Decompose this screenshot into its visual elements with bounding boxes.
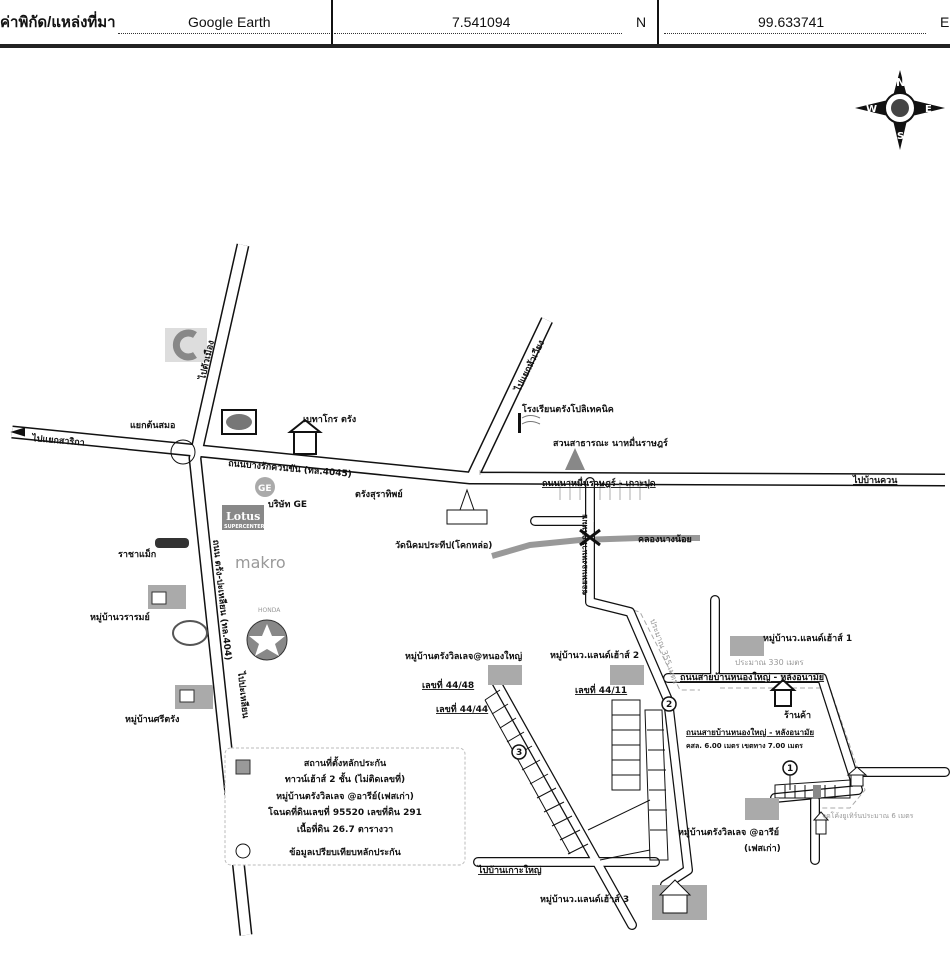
label-ari-phase: (เฟสเก่า) (744, 843, 781, 854)
roundabout (170, 439, 196, 465)
village-icon (652, 879, 707, 920)
label-polytech: โรงเรียนตรังโปลิเทคนิค (521, 403, 614, 415)
logo-icon (172, 329, 197, 361)
divider (657, 0, 659, 44)
divider (664, 33, 926, 34)
lotus-logo-icon (222, 505, 264, 530)
shop-icon (769, 678, 797, 707)
toyota-logo-icon (172, 620, 208, 646)
ge-logo: GE (258, 484, 272, 494)
svg-text:2: 2 (666, 700, 672, 710)
arrow-left-icon (10, 427, 26, 437)
label-wararom: หมู่บ้านวรารมย์ (90, 611, 150, 623)
village-icon (745, 798, 779, 820)
marker-1: 1 (782, 760, 798, 790)
label-nongyai-road-1: ถนนสายบ้านหนองใหญ่ - หลังอนามัย (680, 671, 824, 683)
marker-3: 3 (511, 744, 527, 760)
canal (491, 535, 700, 559)
label-betagro: เบทาโกร ตรัง (303, 413, 356, 425)
village-icon (148, 585, 186, 609)
lotus-sub: SUPERCENTER (224, 524, 265, 530)
label-to-bankhuan: ไปบ้านควน (852, 474, 898, 486)
makro-logo: makro (235, 553, 286, 572)
park-tree-icon (565, 448, 585, 470)
svg-text:สถานที่ตั้งหลักประกัน: สถานที่ตั้งหลักประกัน (304, 756, 387, 769)
label-soi: ซอยหนองหนานกแหมบ (580, 514, 589, 595)
label-land-house-1: หมู่บ้านว.แลนด์เฮ้าส์ 1 (763, 632, 852, 644)
distance-guide (720, 687, 866, 809)
label-sritrang: หมู่บ้านศรีตรัง (125, 714, 179, 725)
source-value: Google Earth (188, 14, 271, 30)
divider (334, 33, 622, 34)
svg-text:หมู่บ้านตรังวิลเลจ @อารีย์(เฟส: หมู่บ้านตรังวิลเลจ @อารีย์(เฟสเก่า) (276, 790, 414, 802)
svg-text:1: 1 (787, 764, 793, 774)
lotus-logo: Lotus (226, 510, 260, 523)
label-land-house-3: หมู่บ้านว.แลนด์เฮ้าส์ 3 (540, 893, 629, 905)
label-surathip: ตรังสุราทิพย์ (355, 488, 403, 500)
svg-text:3: 3 (516, 748, 522, 758)
label-nongyai-village: หมู่บ้านตรังวิลเลจ@หนองใหญ่ (405, 650, 523, 662)
compass-n: N (896, 76, 905, 89)
car-icon (155, 538, 189, 548)
label-ge: บริษัท GE (268, 499, 307, 510)
longitude-direction: E (940, 14, 950, 30)
school-icon (518, 413, 541, 433)
label-nongyai-spec: คสล. 6.00 เมตร เขตทาง 7.00 เมตร (686, 742, 803, 750)
label-uturn: จุดโค้งยูเทิร์นประมาณ 6 เมตร (822, 811, 914, 820)
village-icon (610, 665, 644, 685)
collateral-lot-marker (813, 785, 821, 798)
label-park: สวนสาธารณะ นาหมื่นราษฎร์ (553, 436, 668, 449)
divider (118, 33, 330, 34)
marker-2: 2 (661, 696, 677, 712)
longitude-value: 99.633741 (758, 14, 825, 30)
distance-guide (594, 599, 700, 691)
house-icon (287, 418, 323, 455)
comparison-circle-icon (235, 843, 251, 859)
label-dist-330: ประมาณ 330 เมตร (735, 658, 804, 667)
svg-text:เนื้อที่ดิน 26.7 ตารางวา: เนื้อที่ดิน 26.7 ตารางวา (297, 822, 393, 835)
label-to-kohyai: ไปบ้านเกาะใหญ่ (477, 864, 542, 876)
label-shop: ร้านค้า (784, 710, 811, 721)
village-icon (175, 685, 213, 709)
label-tonsamo: แยกต้นสมอ (130, 420, 175, 431)
label-land-house-2: หมู่บ้านว.แลนด์เฮ้าส์ 2 (550, 649, 639, 661)
label-wat: วัดนิคมประทีป(โคกหล่อ) (395, 539, 492, 551)
coordinates-header: ค่าพิกัด/แหล่งที่มา Google Earth 7.54109… (0, 0, 950, 48)
label-rachamag: ราชาแม็ก (118, 547, 156, 560)
label-no-4411: เลขที่ 44/11 (575, 683, 627, 696)
svg-text:โฉนดที่ดินเลขที่ 95520 เลขที่ด: โฉนดที่ดินเลขที่ 95520 เลขที่ดิน 291 (267, 805, 422, 818)
village-icon (488, 665, 522, 685)
collateral-swatch-icon (235, 759, 251, 775)
label-nongyai-road-2: ถนนสายบ้านหนองใหญ่ - หลังอนามัย (686, 727, 814, 738)
latitude-value: 7.541094 (452, 14, 511, 30)
svg-text:ทาวน์เฮ้าส์ 2 ชั้น (ไม่ติดเลขท: ทาวน์เฮ้าส์ 2 ชั้น (ไม่ติดเลขที่) (285, 772, 405, 785)
label-canal: คลองนางน้อย (638, 534, 692, 545)
house-icon (846, 766, 868, 787)
bridge-icon (579, 528, 601, 547)
label-no-4444: เลขที่ 44/44 (436, 702, 488, 715)
coordinates-label: ค่าพิกัด/แหล่งที่มา (0, 14, 116, 31)
honda-logo: HONDA (258, 607, 281, 614)
leaf-logo-icon (226, 414, 252, 430)
ge-logo-icon (255, 477, 275, 497)
label-to-palian: ไปปะเหลียน (235, 670, 252, 720)
label-namuen-road: ถนนนาหมื่นราษฎร์ - เกาะปุด (542, 476, 656, 489)
svg-text:ข้อมูลเปรียบเทียบหลักประกัน: ข้อมูลเปรียบเทียบหลักประกัน (289, 847, 401, 858)
divider (331, 0, 333, 44)
map-legend: สถานที่ตั้งหลักประกัน ทาวน์เฮ้าส์ 2 ชั้น… (224, 747, 466, 866)
compass-w: W (866, 104, 877, 115)
label-ari-village: หมู่บ้านตรังวิลเลจ @อารีย์ (678, 826, 779, 838)
compass-s: S (897, 131, 904, 142)
temple-icon (446, 488, 488, 525)
village-icon (730, 636, 764, 656)
label-no-4448: เลขที่ 44/48 (422, 678, 474, 691)
compass-rose-icon: N S E W (855, 70, 945, 150)
compass-e: E (925, 104, 932, 115)
lot-plots (484, 689, 851, 861)
latitude-direction: N (636, 14, 647, 30)
house-icon (812, 811, 830, 835)
